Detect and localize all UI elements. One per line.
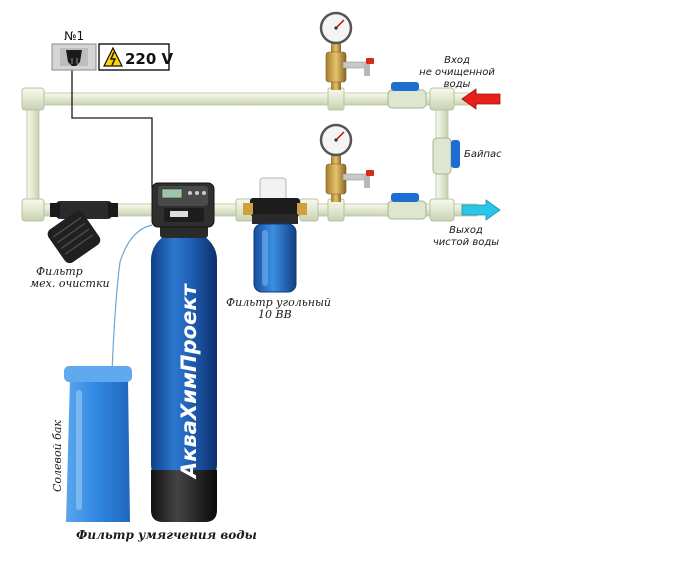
inlet-label-line: воды: [443, 79, 471, 90]
pressure-gauge-outlet: [319, 123, 374, 202]
control-button-icon[interactable]: [195, 191, 199, 195]
power-cable: [71, 68, 153, 188]
inlet-label-line: не очищенной: [419, 67, 495, 78]
valve-inlet-handle[interactable]: [391, 82, 419, 91]
tee-bottom-right: [429, 198, 455, 222]
mechanical-filter: [47, 201, 118, 264]
softener-tank: [151, 224, 217, 522]
control-display: [161, 188, 183, 199]
brand-label: АкваХимПроект: [177, 282, 201, 480]
brine-tank: [64, 366, 132, 522]
control-button-icon[interactable]: [188, 191, 192, 195]
outlet-label-line: Выход: [449, 225, 483, 236]
mech-filter-label: Фильтр мех. очистки: [30, 266, 110, 290]
elbow-bottom-left: [21, 198, 45, 222]
voltage-value: 220 V: [125, 50, 174, 68]
carbon-filter-label-line: 10 ВВ: [258, 308, 292, 321]
valve-outlet-handle[interactable]: [391, 193, 419, 202]
softener-tank-body: [151, 232, 217, 492]
brine-tank-body: [66, 370, 130, 522]
gauge-outlet-tap-handle: [366, 170, 374, 176]
tee-gauge-top: [327, 87, 345, 111]
high-voltage-icon: [103, 46, 123, 67]
valve-outlet[interactable]: [387, 193, 427, 220]
left-riser-pipe: [26, 92, 40, 217]
carbon-filter-label-line: Фильтр угольный: [226, 296, 332, 309]
mech-filter-label-line: Фильтр: [36, 265, 83, 278]
inlet-label-line: Вход: [444, 55, 470, 66]
gauge-inlet-tap-handle: [366, 58, 374, 64]
brine-tank-label: Солевой бак: [51, 420, 64, 492]
control-button-icon[interactable]: [202, 191, 206, 195]
outlet-arrow-icon: [461, 199, 501, 221]
carbon-filter-label: Фильтр угольный 10 ВВ: [226, 297, 331, 321]
softener-label: Фильтр умягчения воды: [76, 528, 257, 542]
valve-inlet[interactable]: [387, 82, 427, 109]
inlet-label: Вход не очищенной воды: [412, 55, 502, 91]
valve-bypass[interactable]: [432, 137, 460, 175]
control-valve-head[interactable]: [151, 182, 215, 228]
outlet-label: Выход чистой воды: [420, 225, 512, 249]
tee-gauge-bottom: [327, 198, 345, 222]
power-socket: [51, 43, 97, 71]
softener-tank-base: [151, 470, 217, 522]
carbon-filter: [243, 177, 307, 293]
mech-filter-label-line: мех. очистки: [30, 277, 110, 290]
elbow-top-left: [21, 87, 45, 111]
tee-top-right: [429, 87, 455, 111]
socket-number: №1: [64, 29, 84, 43]
inlet-arrow-icon: [461, 88, 501, 110]
outlet-label-line: чистой воды: [432, 237, 500, 248]
valve-bypass-handle[interactable]: [451, 140, 460, 168]
voltage-sign: [98, 43, 170, 71]
pressure-gauge-inlet: [319, 11, 374, 90]
bypass-label: Байпас: [464, 149, 502, 160]
brine-line: [111, 224, 153, 373]
